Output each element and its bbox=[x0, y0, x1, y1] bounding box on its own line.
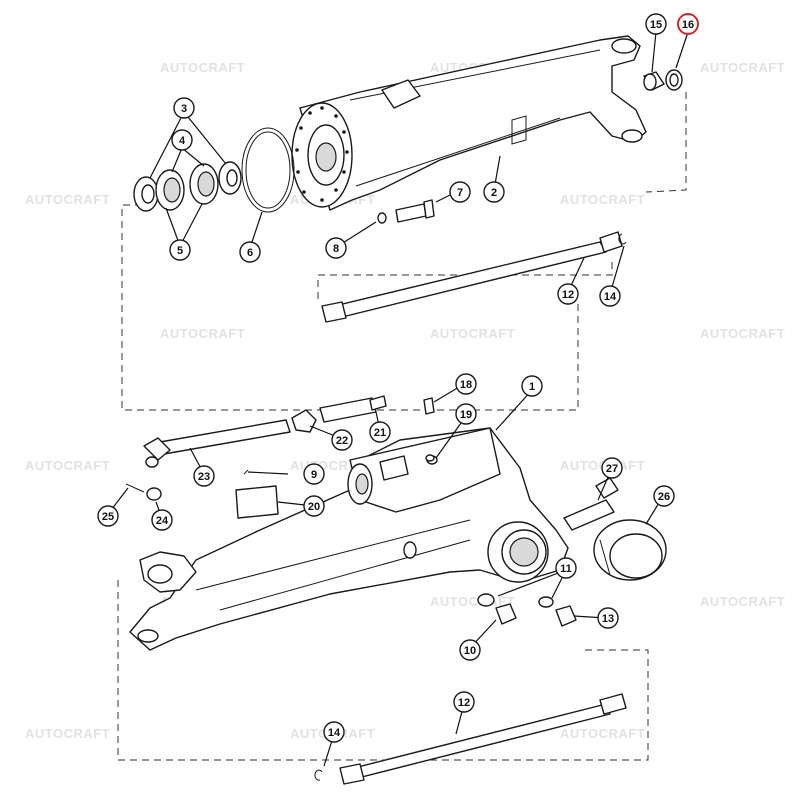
watermark: AUTOCRAFT bbox=[25, 726, 110, 741]
large-seal-ring bbox=[593, 519, 667, 581]
svg-text:26: 26 bbox=[658, 491, 670, 503]
svg-text:9: 9 bbox=[311, 469, 317, 481]
bearing-stack bbox=[133, 161, 242, 212]
sensor-bracket bbox=[563, 477, 619, 531]
callout-9: 9 bbox=[303, 463, 325, 485]
svg-text:7: 7 bbox=[457, 187, 463, 199]
callout-7: 7 bbox=[449, 181, 471, 203]
callout-25: 25 bbox=[97, 505, 119, 527]
small-hardware bbox=[125, 469, 279, 519]
watermark: AUTOCRAFT bbox=[700, 594, 785, 609]
svg-text:8: 8 bbox=[333, 243, 339, 255]
svg-text:15: 15 bbox=[650, 19, 662, 31]
bolt-and-washer bbox=[377, 199, 435, 224]
svg-text:3: 3 bbox=[181, 103, 187, 115]
svg-text:10: 10 bbox=[464, 645, 476, 657]
callout-19: 19 bbox=[455, 403, 477, 425]
bush-and-seal bbox=[643, 69, 683, 91]
svg-text:5: 5 bbox=[177, 245, 183, 257]
svg-text:20: 20 bbox=[308, 501, 320, 513]
svg-text:22: 22 bbox=[336, 435, 348, 447]
callout-6: 6 bbox=[239, 241, 261, 263]
svg-text:12: 12 bbox=[458, 697, 470, 709]
callout-15: 15 bbox=[645, 13, 667, 35]
track-rod bbox=[143, 419, 291, 468]
callout-14-lower: 14 bbox=[323, 721, 345, 743]
callout-22: 22 bbox=[331, 429, 353, 451]
half-shaft-lower bbox=[314, 693, 627, 785]
callout-27: 27 bbox=[601, 457, 623, 479]
watermark: AUTOCRAFT bbox=[560, 726, 645, 741]
svg-text:13: 13 bbox=[602, 613, 614, 625]
callout-2: 2 bbox=[483, 181, 505, 203]
half-shaft-upper bbox=[321, 231, 627, 323]
callouts: 3 4 5 6 2 7 8 15 16 12 14 1 18 19 21 22 … bbox=[97, 13, 699, 743]
callout-26: 26 bbox=[653, 485, 675, 507]
callout-23: 23 bbox=[193, 465, 215, 487]
watermark: AUTOCRAFT bbox=[160, 60, 245, 75]
watermark: AUTOCRAFT bbox=[160, 326, 245, 341]
svg-text:27: 27 bbox=[606, 463, 618, 475]
callout-21: 21 bbox=[369, 421, 391, 443]
callout-24: 24 bbox=[151, 509, 173, 531]
callout-20: 20 bbox=[303, 495, 325, 517]
watermark: AUTOCRAFT bbox=[700, 60, 785, 75]
svg-text:12: 12 bbox=[562, 289, 574, 301]
svg-text:16: 16 bbox=[682, 19, 694, 31]
svg-text:4: 4 bbox=[179, 135, 186, 147]
svg-text:23: 23 bbox=[198, 471, 210, 483]
callout-1: 1 bbox=[521, 375, 543, 397]
callout-3: 3 bbox=[173, 97, 195, 119]
svg-text:11: 11 bbox=[560, 563, 572, 575]
svg-text:2: 2 bbox=[491, 187, 497, 199]
svg-text:14: 14 bbox=[604, 291, 617, 303]
o-ring bbox=[241, 127, 295, 213]
callout-4: 4 bbox=[171, 129, 193, 151]
breather-fittings bbox=[423, 397, 435, 462]
svg-text:24: 24 bbox=[156, 515, 169, 527]
watermark: AUTOCRAFT bbox=[25, 458, 110, 473]
callout-14: 14 bbox=[599, 285, 621, 307]
callout-18: 18 bbox=[455, 373, 477, 395]
watermark: AUTOCRAFT bbox=[700, 326, 785, 341]
svg-text:25: 25 bbox=[102, 511, 114, 523]
svg-text:18: 18 bbox=[460, 379, 472, 391]
svg-text:14: 14 bbox=[328, 727, 341, 739]
drain-plugs bbox=[477, 593, 577, 627]
axle-casing-lower bbox=[129, 427, 569, 651]
callout-13: 13 bbox=[597, 607, 619, 629]
svg-text:21: 21 bbox=[374, 427, 386, 439]
watermark: AUTOCRAFT bbox=[430, 326, 515, 341]
callout-16: 16 bbox=[677, 13, 699, 35]
callout-8: 8 bbox=[325, 237, 347, 259]
axle-casing-upper bbox=[291, 35, 647, 211]
callout-10: 10 bbox=[459, 639, 481, 661]
watermark: AUTOCRAFT bbox=[560, 192, 645, 207]
callout-5: 5 bbox=[169, 239, 191, 261]
callout-12-lower: 12 bbox=[453, 691, 475, 713]
svg-text:6: 6 bbox=[247, 247, 253, 259]
svg-text:19: 19 bbox=[460, 409, 472, 421]
svg-text:1: 1 bbox=[529, 381, 535, 393]
callout-12: 12 bbox=[557, 283, 579, 305]
callout-11: 11 bbox=[555, 557, 577, 579]
watermark: AUTOCRAFT bbox=[25, 192, 110, 207]
